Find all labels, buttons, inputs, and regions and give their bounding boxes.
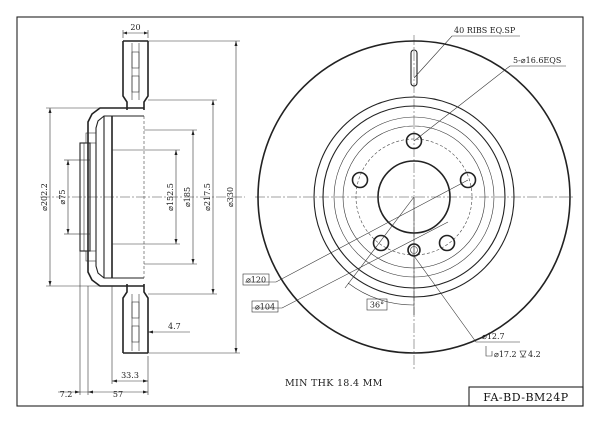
ribs-note: 40 RIBS EQ.SP [454,26,516,35]
friction-ring-bottom [122,284,128,353]
friction-ring-top [122,41,128,110]
dim-diameter-202: ⌀202.2 [40,183,49,211]
side-section-view: 20 ⌀202.2 ⌀75 ⌀152.5 ⌀185 [40,23,245,399]
dim-diameter-185: ⌀185 [183,187,192,207]
dim-hat-wall: 4.7 [168,322,181,331]
bolt-hole [405,132,423,150]
hub-face [79,142,91,252]
dim-top-width: 20 [130,23,140,32]
dim-diameter-330: ⌀330 [226,187,235,207]
dim-pcd-120: ⌀120 [246,276,266,285]
dim-angle: 36° [370,301,384,310]
front-view: 40 RIBS EQ.SP 5-⌀16.6EQS ⌀120 ⌀104 36° ⌀… [242,26,575,370]
dim-diameter-152: ⌀152.5 [166,183,175,211]
dim-center-bore: ⌀104 [255,303,275,312]
dim-overall-height: 57 [113,390,123,399]
bolt-hole [351,171,369,189]
title-block [468,386,584,407]
bolt-hole [438,234,456,252]
bolt-hole [372,234,390,252]
hat-outline [87,107,144,287]
part-number: FA-BD-BM24P [483,391,569,404]
disc-outer [257,40,571,354]
dim-depth-33: 33.3 [121,371,139,380]
min-thickness-note: MIN THK 18.4 MM [285,378,383,389]
bolt-hole [459,171,477,189]
dim-diameter-217: ⌀217.5 [203,183,212,211]
dim-counterbore-depth: 4.2 [528,350,541,359]
drawing-frame [16,16,584,407]
dim-diameter-75: ⌀75 [58,190,67,205]
dim-counterbore: ⌀17.2 [494,350,517,359]
dim-flange: 7.2 [60,390,73,399]
vent-rib-slot [410,49,418,87]
holes-note: 5-⌀16.6EQS [513,56,561,65]
dim-small-hole: ⌀12.7 [482,332,505,341]
